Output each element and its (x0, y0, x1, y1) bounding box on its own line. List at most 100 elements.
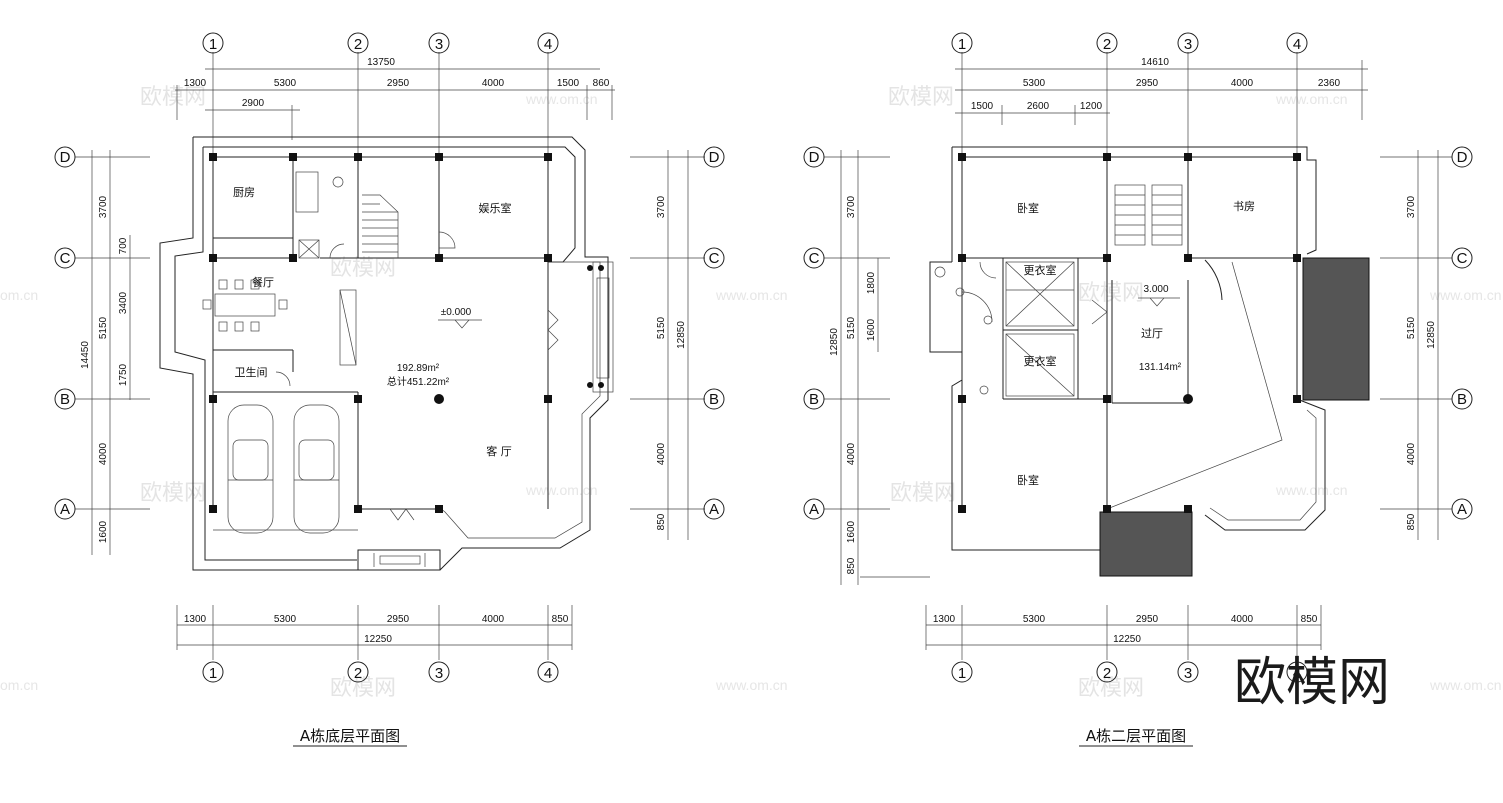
area-label: 192.89m² (397, 363, 440, 374)
dim-text: 5300 (1023, 614, 1046, 625)
watermark-site: www.om.cn (1429, 287, 1502, 303)
dim-text: 4000 (98, 442, 109, 465)
room-label-dining: 餐厅 (252, 275, 274, 289)
dim-text: 3700 (656, 195, 667, 218)
axis-label: A (709, 501, 719, 518)
axis-label: A (1457, 501, 1467, 518)
axis-label: 4 (544, 36, 552, 53)
dim-text: 850 (656, 513, 667, 530)
watermark-text: 欧模网 (140, 85, 206, 110)
axis-label: 1 (209, 36, 217, 53)
watermark-text: 欧模网 (330, 256, 396, 281)
axis-bubbles-left: D C B A 12850 3700 5150 1800 1600 4000 1… (803, 146, 930, 585)
axis-label: 3 (1184, 665, 1192, 682)
axis-label: 2 (354, 36, 362, 53)
second-walls (929, 146, 1370, 577)
dim-text: 1500 (971, 101, 994, 112)
dim-text: 3700 (98, 195, 109, 218)
watermark-text: 欧模网 (1078, 281, 1144, 306)
watermark-text: 欧模网 (890, 481, 956, 506)
watermark-text: 欧模网 (1078, 676, 1144, 701)
car-icon (227, 404, 274, 534)
ground-floor-plan: 1 2 3 4 13750 1300 5300 2950 4000 1500 8… (54, 32, 725, 747)
dim-text: 2950 (1136, 614, 1159, 625)
dim-text: 1800 (866, 271, 877, 294)
dim-text: 2950 (1136, 78, 1159, 89)
dim-text: 4000 (482, 614, 505, 625)
axis-label: C (60, 250, 71, 267)
top-dimensions: 14610 5300 2950 4000 2360 1500 2600 1200 (955, 57, 1368, 125)
dim-text: 1600 (98, 520, 109, 543)
watermark-text: 欧模网 (140, 481, 206, 506)
room-label-bath: 卫生间 (235, 365, 268, 379)
dim-text: 1300 (184, 614, 207, 625)
axis-label: D (709, 149, 720, 166)
axis-label: 2 (1103, 36, 1111, 53)
dim-text: 5300 (274, 614, 297, 625)
closet-hatch (1005, 261, 1075, 397)
axis-label: C (709, 250, 720, 267)
dim-text: 850 (1301, 614, 1318, 625)
axis-label: 1 (958, 36, 966, 53)
dim-text: 12850 (829, 328, 840, 356)
watermark-site: www.om.cn (1275, 91, 1348, 107)
dim-text: 850 (846, 557, 857, 574)
axis-label: A (809, 501, 819, 518)
axis-label: D (809, 149, 820, 166)
second-floor-plan: 1 2 3 4 14610 5300 2950 4000 2360 1500 2… (803, 32, 1473, 747)
axis-label: B (60, 391, 70, 408)
bottom-dimensions: 1300 5300 2950 4000 850 12250 1 2 3 4 (176, 605, 573, 683)
area-label: 131.14m² (1139, 362, 1182, 373)
dim-text: 850 (1406, 513, 1417, 530)
watermark-layer: 欧模网 欧模网 欧模网 欧模网 欧模网 欧模网 欧模网 欧模网 www.om.c… (0, 85, 1502, 701)
axis-label: 2 (354, 665, 362, 682)
watermark-site: www.om.cn (715, 287, 788, 303)
axis-bubbles-top: 1 2 3 4 (202, 32, 559, 160)
dim-text: 860 (593, 78, 610, 89)
dim-text: 5150 (656, 316, 667, 339)
structural-columns (209, 153, 552, 513)
axis-label: 4 (1293, 36, 1301, 53)
dim-text: 12250 (1113, 634, 1141, 645)
room-label-hall: 过厅 (1141, 327, 1163, 340)
dim-text: 2600 (1027, 101, 1050, 112)
roof-tile-hatch (1099, 257, 1370, 577)
axis-label: 3 (1184, 36, 1192, 53)
axis-label: 1 (958, 665, 966, 682)
dim-text: 3700 (846, 195, 857, 218)
dim-text: 4000 (482, 78, 505, 89)
axis-label: C (1457, 250, 1468, 267)
dim-text: 4000 (1406, 442, 1417, 465)
axis-label: 3 (435, 665, 443, 682)
car-icon (293, 404, 340, 534)
axis-label: D (60, 149, 71, 166)
dim-text: 1750 (118, 363, 129, 386)
watermark-text: 欧模网 (888, 85, 954, 110)
plan-title: A栋底层平面图 (300, 727, 400, 745)
room-label-bedroom: 卧室 (1017, 473, 1039, 487)
room-label-closet: 更衣室 (1024, 354, 1057, 368)
dim-text: 12850 (1426, 321, 1437, 349)
dim-text: 1600 (846, 520, 857, 543)
dim-text: 1600 (866, 318, 877, 341)
dim-text: 1300 (933, 614, 956, 625)
axis-label: B (1457, 391, 1467, 408)
axis-label: 1 (209, 665, 217, 682)
stairs (1114, 184, 1183, 246)
area-total-label: 总计451.22m² (387, 375, 450, 388)
dim-text: 14610 (1141, 57, 1169, 68)
watermark-site: www.om.cn (525, 482, 598, 498)
watermark-text: 欧模网 (330, 676, 396, 701)
dim-text: 5150 (846, 316, 857, 339)
axis-bubbles-right: D C B A 3700 5150 4000 850 12850 (1380, 146, 1473, 540)
axis-label: C (809, 250, 820, 267)
axis-label: B (809, 391, 819, 408)
room-label-living: 客 厅 (486, 444, 512, 458)
dim-text: 13750 (367, 57, 395, 68)
dim-text: 5300 (274, 78, 297, 89)
dim-text: 5300 (1023, 78, 1046, 89)
axis-label: B (709, 391, 719, 408)
dim-text: 850 (552, 614, 569, 625)
brand-logo: 欧模网 (1234, 653, 1390, 713)
